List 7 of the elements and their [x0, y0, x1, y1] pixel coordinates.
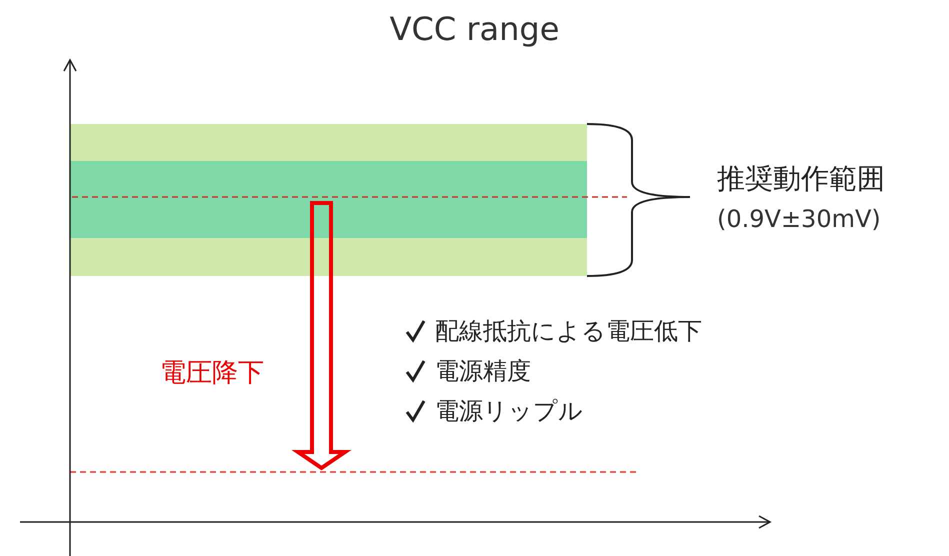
cause-item: 電源精度 [435, 356, 531, 387]
range-label: 推奨動作範囲 [717, 161, 885, 197]
range-value: (0.9V±30mV) [717, 205, 881, 233]
voltage-drop-label: 電圧降下 [160, 357, 264, 390]
chart-title: VCC range [388, 10, 560, 48]
cause-item: 電源リップル [435, 396, 583, 427]
cause-item: 配線抵抗による電圧低下 [435, 316, 702, 347]
